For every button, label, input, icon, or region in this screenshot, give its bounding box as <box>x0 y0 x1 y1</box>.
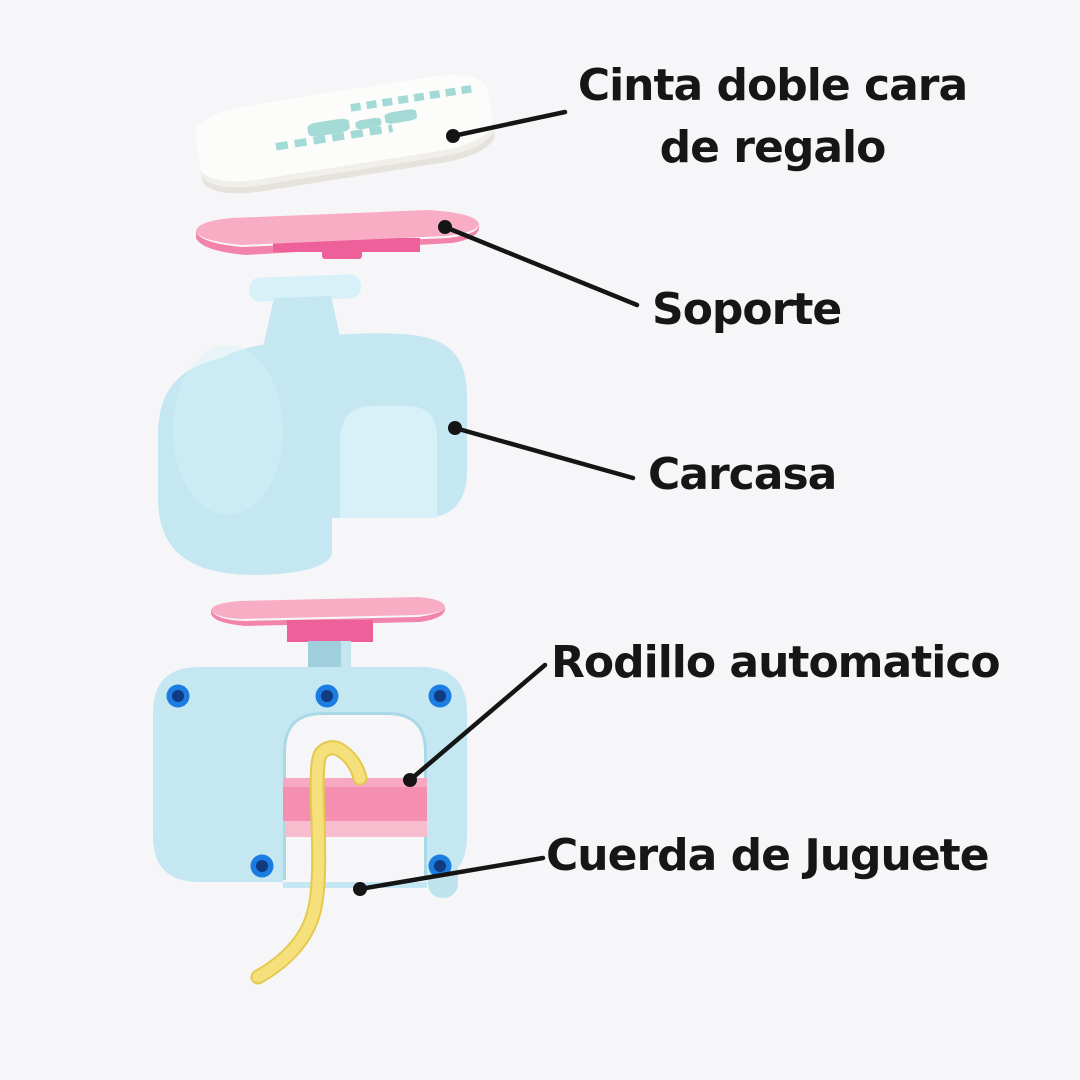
leader-housing <box>448 421 636 481</box>
screw-top-left <box>166 684 190 708</box>
support-plate-graphic <box>196 210 480 259</box>
leader-tape <box>446 109 568 143</box>
roller-plate-block <box>287 620 373 642</box>
base-body <box>153 667 467 888</box>
tape-print-marks-icon <box>275 84 478 151</box>
label-tape-pad: Cinta doble cara de regalo <box>545 55 1000 179</box>
leader-support <box>438 220 640 308</box>
label-tape-pad-line2: de regalo <box>659 122 887 173</box>
support-plate-edge <box>196 224 480 255</box>
roller-bar-highlight <box>276 778 430 787</box>
housing-arch-opening <box>340 406 437 518</box>
roller-stem-highlight <box>341 641 351 669</box>
leader-roller <box>403 662 548 787</box>
screw-top-center <box>315 684 339 708</box>
housing-graphic <box>158 274 467 575</box>
roller-plate-edge <box>211 607 446 626</box>
label-support-plate: Soporte <box>652 284 842 335</box>
roller-unit-graphic <box>153 597 467 985</box>
label-tape-pad-line1: Cinta doble cara <box>577 60 968 111</box>
leader-rope <box>353 855 546 896</box>
screw-bottom-right <box>428 854 452 878</box>
label-housing: Carcasa <box>648 449 837 500</box>
label-toy-rope: Cuerda de Juguete <box>546 830 990 881</box>
roller-plate-top-face <box>211 597 445 619</box>
label-roller-unit: Rodillo automatico <box>551 637 1001 688</box>
tape-pad-graphic <box>194 75 495 194</box>
support-plate-top-face <box>196 210 479 245</box>
screw-bottom-left <box>250 854 274 878</box>
housing-front-body <box>158 338 332 575</box>
support-plate-tab <box>322 250 362 259</box>
housing-highlight <box>173 345 283 515</box>
screw-top-right <box>428 684 452 708</box>
housing-knob-cap <box>248 274 362 302</box>
leader-lines <box>353 109 640 896</box>
roller-lower-strip <box>285 821 430 837</box>
toy-rope-graphic <box>250 740 368 985</box>
